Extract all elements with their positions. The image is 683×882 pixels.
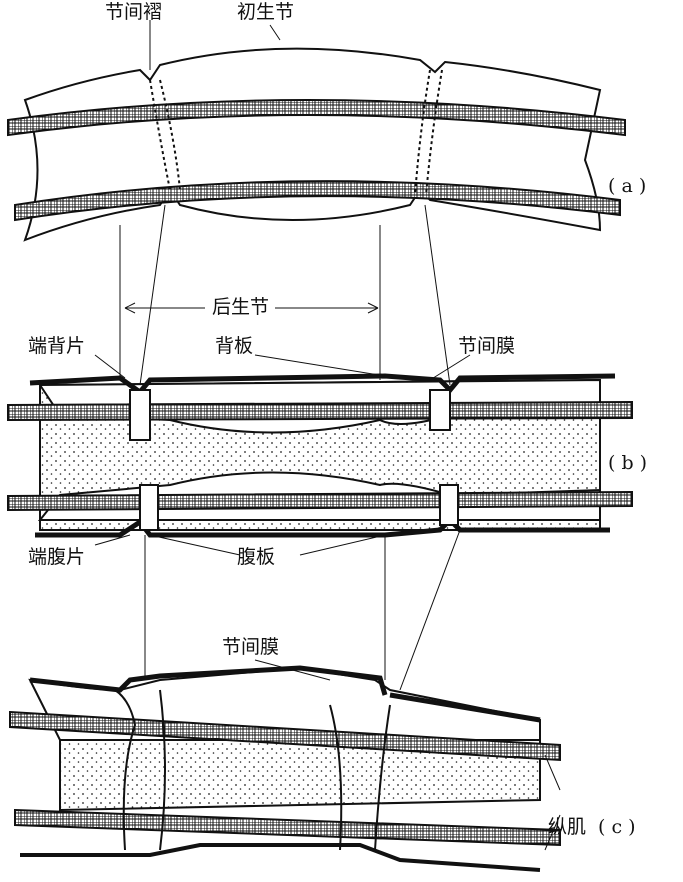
- guide-lines: [94, 20, 561, 851]
- label-sternum: 腹板: [237, 546, 276, 568]
- label-intersegmental-fold: 节间褶: [105, 1, 163, 23]
- label-intersegmental-membrane-c: 节间膜: [222, 636, 280, 658]
- label-intersegmental-membrane-b: 节间膜: [458, 335, 516, 357]
- label-acrosternite: 端腹片: [28, 546, 86, 568]
- panel-b-drawing: [7, 373, 633, 538]
- label-primary-segment: 初生节: [237, 1, 295, 23]
- label-secondary-segment: 后生节: [212, 296, 270, 318]
- label-acrotergite: 端背片: [28, 335, 86, 357]
- label-panel-c: ( c ): [598, 816, 636, 838]
- panel-a-drawing: [7, 47, 626, 242]
- label-tergum: 背板: [215, 335, 254, 357]
- label-longitudinal-muscle: 纵肌: [548, 816, 587, 838]
- label-panel-b: ( b ): [608, 452, 648, 474]
- panel-c-drawing: [9, 665, 561, 872]
- label-panel-a: ( a ): [608, 175, 647, 197]
